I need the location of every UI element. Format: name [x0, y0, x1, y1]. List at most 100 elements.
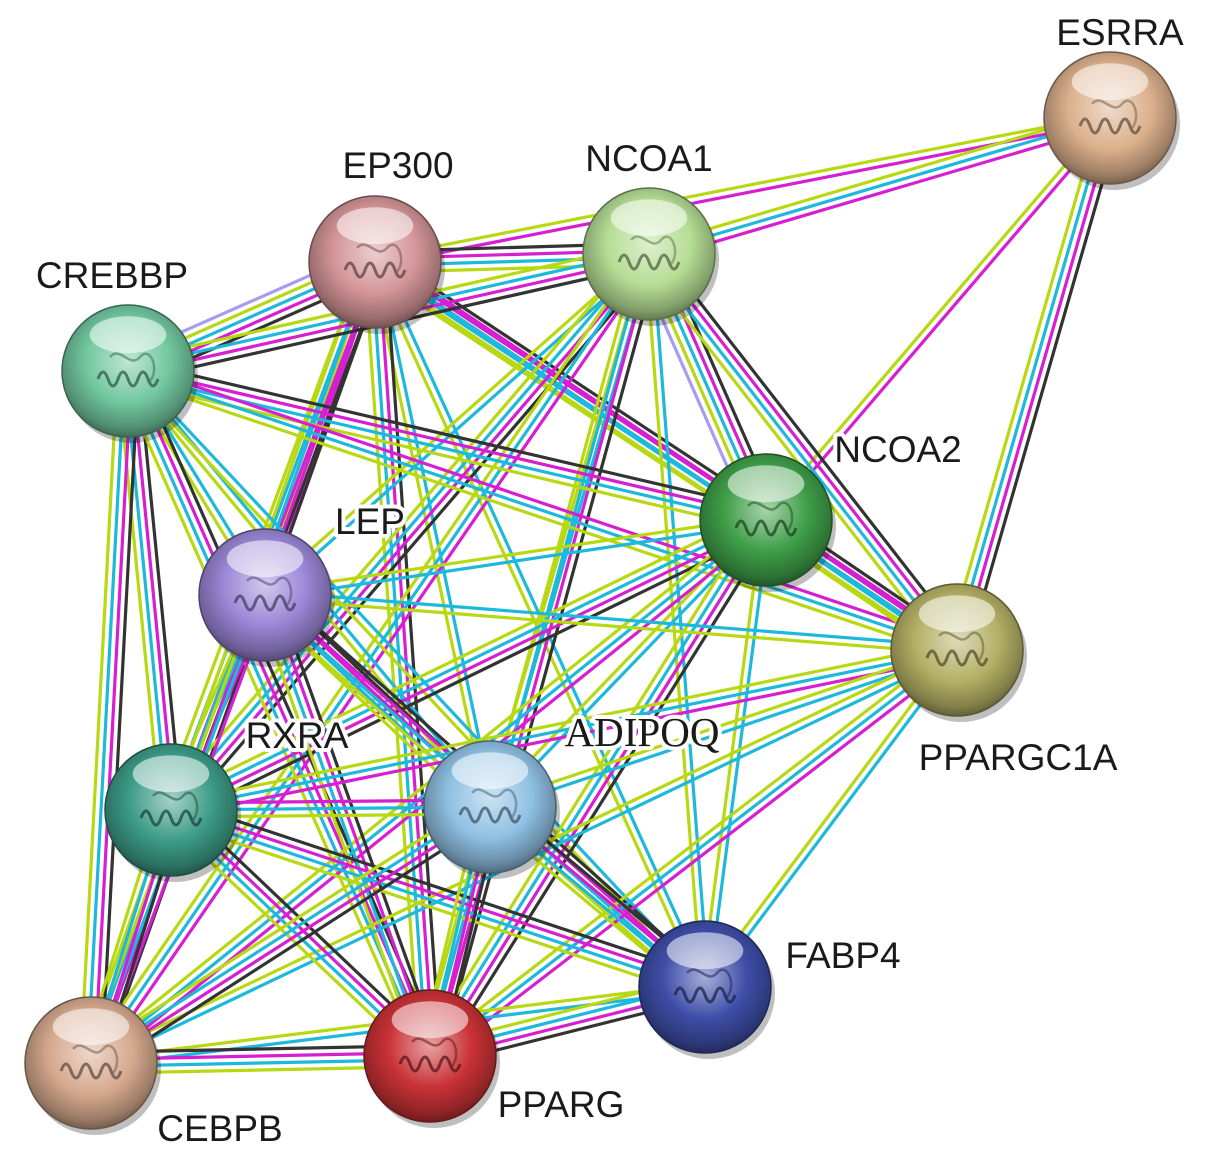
edge-ncoa1-ppargc1a: [639, 245, 967, 659]
edge-line-cyan: [644, 254, 956, 654]
edge-lep-ppargc1a: [263, 589, 959, 656]
edge-line-cyan: [706, 650, 962, 991]
edge-line-lime: [161, 245, 643, 805]
edge-line-lime: [253, 596, 422, 1062]
edge-line-magenta: [431, 520, 771, 1060]
edge-line-lime: [166, 818, 704, 999]
node-label-lep[interactable]: LEP: [331, 497, 409, 546]
edge-line-lime: [79, 256, 367, 1062]
edge-line-lime: [261, 249, 649, 594]
edge-line-magenta: [375, 257, 770, 519]
edge-line-lime: [115, 370, 163, 813]
edge-line-magenta: [129, 369, 177, 812]
node-highlight: [132, 755, 210, 793]
edge-line-cyan: [369, 260, 429, 1058]
edge-esrra-ncoa1: [645, 109, 1114, 263]
node-esrra[interactable]: [1043, 51, 1180, 190]
node-label-ncoa1[interactable]: NCOA1: [581, 134, 716, 183]
node-layer: [24, 51, 1180, 1135]
edge-line-cyan: [263, 589, 959, 649]
red-complex-structure: [398, 1055, 462, 1073]
node-label-esrra[interactable]: ESRRA: [1052, 8, 1188, 57]
node-fabp4[interactable]: [638, 920, 775, 1059]
edge-line-magenta: [377, 254, 963, 646]
edge-line-lime: [487, 645, 958, 806]
node-ncoa2[interactable]: [699, 453, 836, 592]
edge-line-lime: [418, 249, 641, 1055]
edge-line-cyan: [952, 115, 1109, 651]
edge-ncoa1-lep: [261, 249, 653, 600]
edge-ncoa2-lep: [262, 514, 769, 601]
edge-rxra-fabp4: [166, 798, 710, 999]
edge-line-cyan: [425, 516, 765, 1056]
node-ep300[interactable]: [308, 195, 445, 334]
edge-line-magenta: [170, 655, 960, 819]
edge-ppargc1a-pparg: [424, 642, 963, 1064]
edge-line-magenta: [432, 653, 963, 1064]
edge-line-cyan: [428, 648, 959, 1058]
edge-line-black: [174, 527, 773, 822]
node-highlight: [727, 465, 805, 503]
node-label-crebbp[interactable]: CREBBP: [32, 251, 192, 300]
edge-line-lime: [645, 109, 1110, 249]
edge-crebbp-cebpb: [78, 368, 141, 1066]
edge-line-cyan: [87, 802, 490, 1062]
edge-line-cyan: [265, 255, 653, 600]
edge-crebbp-rxra: [115, 368, 184, 813]
edge-line-black: [655, 245, 967, 646]
node-rxra[interactable]: [104, 743, 241, 882]
node-label-ncoa2[interactable]: NCOA2: [830, 425, 965, 474]
red-helix-structure: [925, 649, 989, 667]
node-lep[interactable]: [198, 528, 335, 667]
edge-lep-pparg: [253, 589, 442, 1062]
edge-crebbp-pparg: [116, 365, 442, 1062]
node-ppargc1a[interactable]: [890, 583, 1027, 722]
edge-line-cyan: [85, 369, 127, 1065]
edge-line-cyan: [489, 651, 960, 812]
edge-ncoa1-pparg: [418, 249, 661, 1061]
node-label-pparg[interactable]: PPARG: [494, 1080, 629, 1129]
node-pparg[interactable]: [363, 989, 500, 1128]
node-ncoa1[interactable]: [582, 187, 719, 326]
edge-line-cyan: [263, 521, 769, 601]
node-label-fabp4[interactable]: FABP4: [781, 931, 904, 980]
node-cebpb[interactable]: [24, 996, 161, 1135]
edge-line-magenta: [91, 808, 494, 1068]
purple-barrel-structure: [673, 986, 737, 1004]
edge-line-black: [172, 798, 710, 979]
edge-ppargc1a-fabp4: [700, 646, 962, 991]
node-highlight: [918, 595, 996, 633]
edge-ppargc1a-adipoq: [487, 645, 960, 812]
green-helix-structure-detail: [630, 235, 677, 265]
edge-line-black: [128, 359, 770, 512]
node-crebbp[interactable]: [61, 304, 198, 443]
node-label-ppargc1a[interactable]: PPARGC1A: [915, 733, 1122, 782]
edge-line-lime: [168, 641, 958, 805]
helix-dna-structure-detail: [72, 1044, 119, 1074]
node-adipoq[interactable]: [423, 740, 560, 879]
edge-line-lime: [945, 113, 1102, 649]
node-label-rxra[interactable]: RXRA: [242, 711, 353, 760]
edge-line-magenta: [266, 592, 435, 1057]
edge-line-cyan: [260, 594, 429, 1059]
edge-line-magenta: [376, 260, 436, 1058]
edge-line-lime: [83, 248, 645, 1061]
edge-line-lime: [78, 368, 120, 1065]
edge-line-cyan: [371, 263, 766, 525]
green-ligand-domain-detail: [152, 791, 199, 821]
node-label-adipoq[interactable]: ADIPOQ: [561, 705, 724, 759]
helix-dna-structure: [59, 1062, 123, 1080]
pink-helix-structure-detail: [1091, 99, 1138, 129]
edge-ncoa2-rxra: [164, 508, 773, 822]
edge-line-lime: [83, 796, 486, 1056]
edge-line-black: [99, 369, 141, 1066]
edge-line-black: [437, 523, 777, 1064]
edge-crebbp-ppargc1a: [124, 362, 961, 659]
edge-line-lime: [372, 112, 1111, 261]
edge-esrra-ncoa2: [761, 114, 1115, 524]
node-label-cebpb[interactable]: CEBPB: [153, 1104, 286, 1153]
blue-trimer-structure-detail: [471, 788, 518, 818]
edge-line-magenta: [767, 118, 1115, 524]
node-label-ep300[interactable]: EP300: [338, 141, 457, 190]
